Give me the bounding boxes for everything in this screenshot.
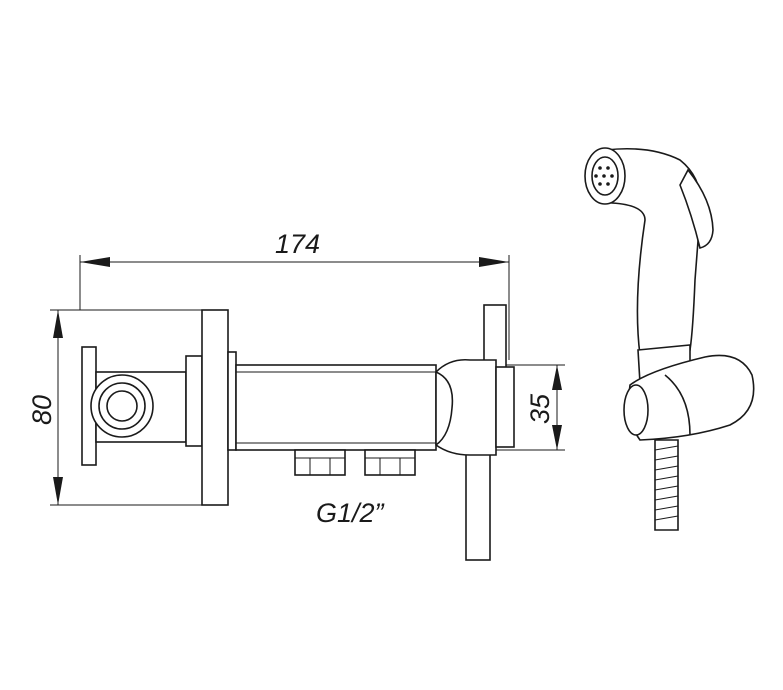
shower-holder bbox=[623, 354, 755, 441]
wall-bracket bbox=[81, 346, 187, 466]
thread-size-label: G1/2” bbox=[316, 498, 385, 528]
hand-shower bbox=[584, 147, 714, 384]
dimension-80-label: 80 bbox=[27, 395, 57, 425]
lever-handle bbox=[435, 304, 515, 561]
wall-flange bbox=[185, 309, 237, 506]
valve-body bbox=[235, 364, 437, 451]
dimension-174: 174 bbox=[79, 229, 510, 360]
flexible-hose bbox=[654, 439, 679, 531]
inlet-fittings: G1/2” bbox=[294, 449, 416, 528]
dimension-174-label: 174 bbox=[275, 229, 320, 259]
dimension-35-label: 35 bbox=[525, 393, 555, 424]
dimension-80: 80 bbox=[27, 309, 205, 506]
